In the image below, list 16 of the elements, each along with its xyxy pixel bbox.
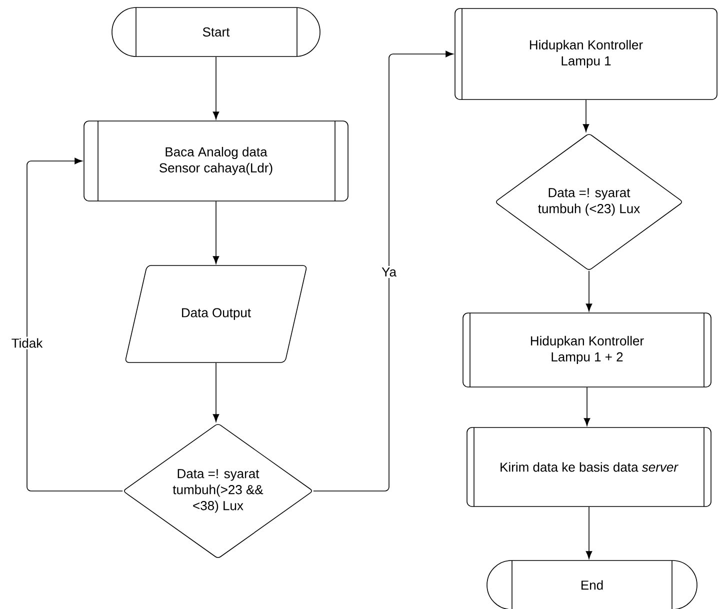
process-box: Kirim data ke basis data server	[466, 427, 712, 507]
arrow	[313, 50, 454, 492]
arrow	[212, 200, 220, 264]
process-box: Baca Analog data Sensor cahaya(Ldr)	[84, 120, 348, 202]
edge-label: Ya	[380, 266, 398, 278]
edge-label: Tidak	[10, 336, 44, 350]
arrow	[586, 270, 592, 312]
arrow	[26, 158, 123, 492]
arrow	[586, 506, 592, 559]
process-box: Hidupkan Kontroller Lampu 1 + 2	[462, 312, 712, 388]
process-box: Hidupkan Kontroller Lampu 1	[454, 8, 718, 100]
arrow	[584, 386, 590, 426]
arrow	[212, 56, 220, 120]
data-parallelogram: Data Output	[125, 265, 307, 363]
arrow	[582, 99, 590, 132]
arrow	[212, 362, 220, 422]
